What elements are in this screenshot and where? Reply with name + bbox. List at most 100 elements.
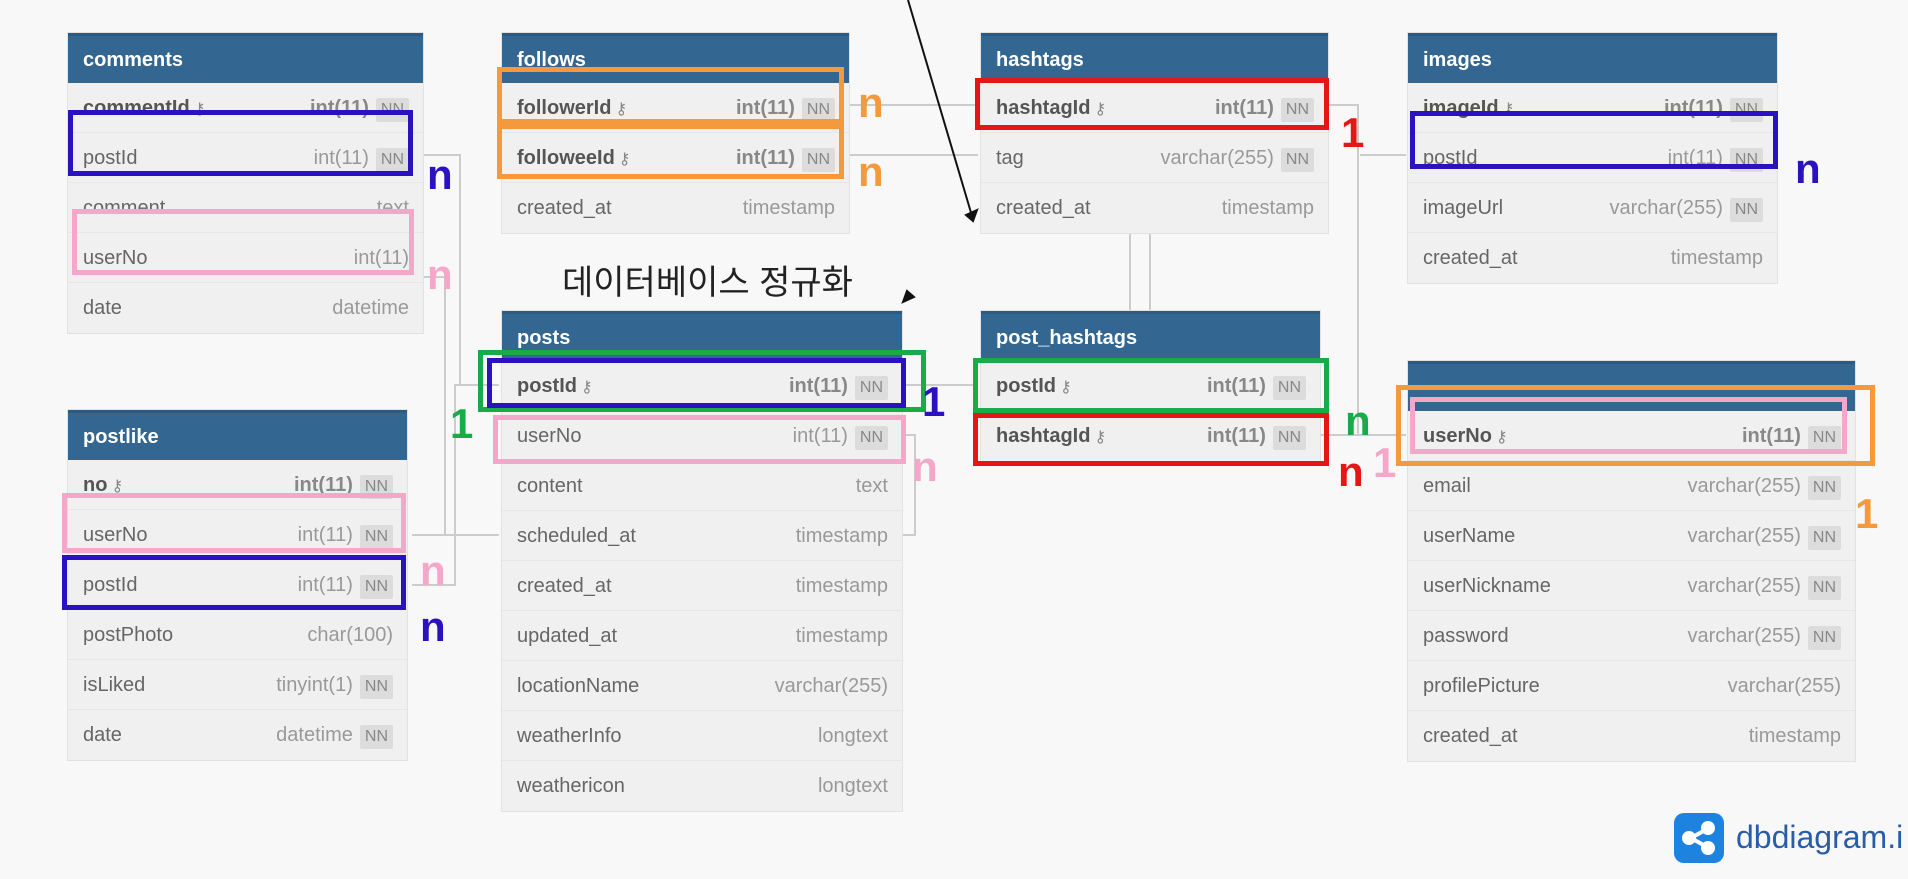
cardinality-label: 1 [450, 400, 474, 447]
cardinality-label: n [1795, 145, 1821, 192]
field-row[interactable]: locationName varchar(255) [502, 661, 902, 711]
field-row[interactable]: date datetime [68, 283, 423, 333]
field-name: content [517, 475, 583, 497]
field-type: int(11) [1667, 147, 1723, 169]
field-type: timestamp [1670, 247, 1763, 269]
field-type: int(11) [788, 375, 848, 397]
cardinality-label: 1 [1373, 439, 1397, 486]
not-null-badge: NN [854, 376, 888, 400]
key-icon: ⚷ [1502, 101, 1515, 118]
field-type: timestamp [742, 197, 835, 219]
field-name: hashtagId [996, 425, 1091, 447]
cardinality-label: n [912, 443, 938, 490]
field-row[interactable]: userName varchar(255)NN [1408, 511, 1855, 561]
not-null-badge: NN [359, 675, 393, 699]
field-row[interactable]: password varchar(255)NN [1408, 611, 1855, 661]
key-icon: ⚷ [615, 101, 628, 118]
field-type: timestamp [795, 525, 888, 547]
table-images[interactable]: images imageId⚷ int(11)NN postId int(11)… [1408, 33, 1777, 283]
field-row[interactable]: isLiked tinyint(1)NN [68, 660, 407, 710]
field-row[interactable]: created_at timestamp [1408, 233, 1777, 283]
field-row[interactable]: scheduled_at timestamp [502, 511, 902, 561]
field-row[interactable]: updated_at timestamp [502, 611, 902, 661]
field-type: varchar(255) [1609, 197, 1723, 219]
field-type: longtext [817, 725, 888, 747]
field-name: postId [83, 574, 138, 596]
field-name: userNo [83, 247, 148, 269]
not-null-badge: NN [801, 98, 835, 122]
field-type: int(11) [313, 147, 369, 169]
field-row[interactable]: content text [502, 461, 902, 511]
field-type: varchar(255) [1687, 475, 1801, 497]
field-row[interactable]: email varchar(255)NN [1408, 461, 1855, 511]
field-row[interactable]: weathericon longtext [502, 761, 902, 811]
field-row[interactable]: userNickname varchar(255)NN [1408, 561, 1855, 611]
field-row[interactable]: postPhoto char(100) [68, 610, 407, 660]
field-type: timestamp [1748, 725, 1841, 747]
field-row[interactable]: followerId⚷ int(11)NN [502, 83, 849, 133]
field-row[interactable]: hashtagId⚷ int(11)NN [981, 411, 1320, 461]
cardinality-label: 1 [922, 378, 946, 425]
cardinality-label: n [858, 79, 884, 126]
table-follows[interactable]: follows followerId⚷ int(11)NN followeeId… [502, 33, 849, 233]
cardinality-label: 1 [1855, 490, 1879, 537]
table-comments[interactable]: comments commentId⚷ int(11)NN postId int… [68, 33, 423, 333]
field-row[interactable]: followeeId⚷ int(11)NN [502, 133, 849, 183]
key-icon: ⚷ [1060, 379, 1072, 396]
not-null-badge: NN [1807, 476, 1841, 500]
not-null-badge: NN [359, 525, 393, 549]
highlight-box-green [973, 358, 1329, 413]
table-header: post_hashtags [981, 311, 1320, 361]
field-type: varchar(255) [1727, 675, 1841, 697]
field-type: varchar(255) [1687, 575, 1801, 597]
field-row[interactable]: userNo int(11) [68, 233, 423, 283]
field-row[interactable]: imageUrl varchar(255)NN [1408, 183, 1777, 233]
field-name: weatherInfo [517, 725, 622, 747]
field-row[interactable]: created_at timestamp [1408, 711, 1855, 761]
not-null-badge: NN [801, 148, 835, 172]
not-null-badge: NN [1280, 98, 1314, 122]
key-icon: ⚷ [581, 379, 593, 396]
field-type: datetime [332, 297, 409, 319]
highlight-box-pink [493, 415, 906, 464]
field-type: int(11) [293, 474, 353, 496]
field-name: locationName [517, 675, 640, 697]
field-row[interactable]: tag varchar(255)NN [981, 133, 1328, 183]
field-type: int(11) [1214, 97, 1274, 119]
table-hashtags[interactable]: hashtags hashtagId⚷ int(11)NN tag varcha… [981, 33, 1328, 233]
field-type: int(11) [297, 574, 353, 596]
table-posts[interactable]: posts postId⚷ int(11)NN userNo int(11)NN… [502, 311, 902, 811]
cardinality-label: 1 [1341, 109, 1365, 156]
field-type: text [855, 475, 888, 497]
highlight-box-orange [1396, 385, 1875, 466]
field-row[interactable]: created_at timestamp [502, 183, 849, 233]
field-row[interactable]: postId int(11)NN [68, 133, 423, 183]
key-icon: ⚷ [193, 101, 206, 118]
highlight-box-blue [68, 110, 413, 176]
field-name: date [83, 297, 122, 319]
field-name: followeeId [517, 147, 615, 169]
highlight-box-blue [1410, 111, 1778, 169]
field-row[interactable]: userNo⚷ int(11)NN [1408, 411, 1855, 461]
field-type: varchar(255) [1687, 625, 1801, 647]
cardinality-label: n [420, 547, 446, 594]
table-post-hashtags[interactable]: post_hashtags postId⚷ int(11)NN hashtagI… [981, 311, 1320, 461]
highlight-box-red [973, 413, 1329, 466]
field-row[interactable]: created_at timestamp [502, 561, 902, 611]
highlight-box-green [478, 350, 926, 412]
highlight-box-blue [62, 555, 406, 610]
not-null-badge: NN [1807, 626, 1841, 650]
not-null-badge: NN [1729, 198, 1763, 222]
field-name: userNo [83, 524, 148, 546]
cardinality-label: n [427, 151, 453, 198]
field-row[interactable]: profilePicture varchar(255) [1408, 661, 1855, 711]
field-row[interactable]: weatherInfo longtext [502, 711, 902, 761]
normalization-note: 데이터베이스 정규화 [562, 264, 853, 302]
field-row[interactable]: created_at timestamp [981, 183, 1328, 233]
field-row[interactable]: postId int(11)NN [1408, 133, 1777, 183]
field-row[interactable]: hashtagId⚷ int(11)NN [981, 83, 1328, 133]
cardinality-label: n [1338, 448, 1364, 495]
highlight-box-orange [497, 67, 844, 124]
